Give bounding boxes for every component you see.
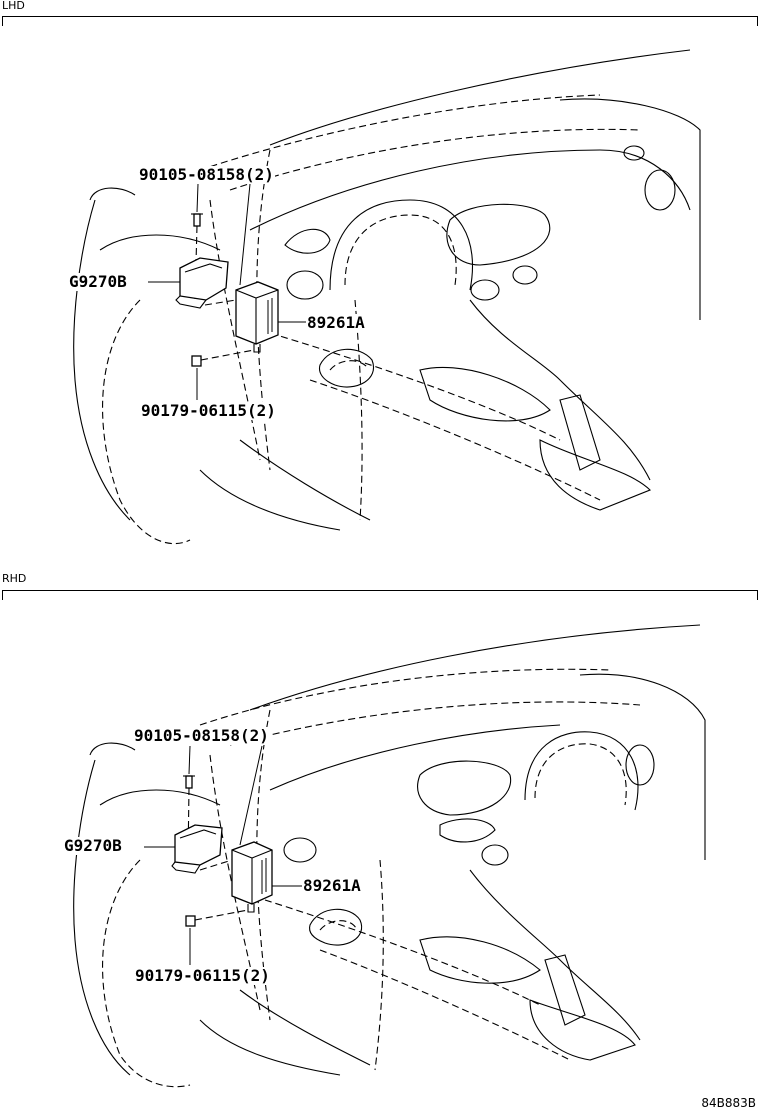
section-label-lhd: LHD	[2, 0, 25, 12]
frame-tick	[2, 590, 3, 600]
frame-tick	[757, 590, 758, 600]
part-label-bolt: 90105-08158(2)	[133, 726, 270, 745]
frame-tick	[2, 16, 3, 26]
part-label-ecu: 89261A	[306, 313, 366, 332]
section-label-rhd: RHD	[2, 572, 27, 585]
section-frame-line	[2, 16, 758, 17]
part-label-bolt: 90105-08158(2)	[138, 165, 275, 184]
section-frame-line	[2, 590, 758, 591]
frame-tick	[757, 16, 758, 26]
part-label-nut: 90179-06115(2)	[140, 401, 277, 420]
figure-code: 84B883B	[701, 1096, 756, 1110]
part-label-bracket: G9270B	[68, 272, 128, 291]
lhd-dashboard-illustration	[73, 49, 701, 545]
part-label-ecu: 89261A	[302, 876, 362, 895]
rhd-dashboard-illustration	[73, 624, 706, 1088]
part-label-bracket: G9270B	[63, 836, 123, 855]
part-label-nut: 90179-06115(2)	[134, 966, 271, 985]
